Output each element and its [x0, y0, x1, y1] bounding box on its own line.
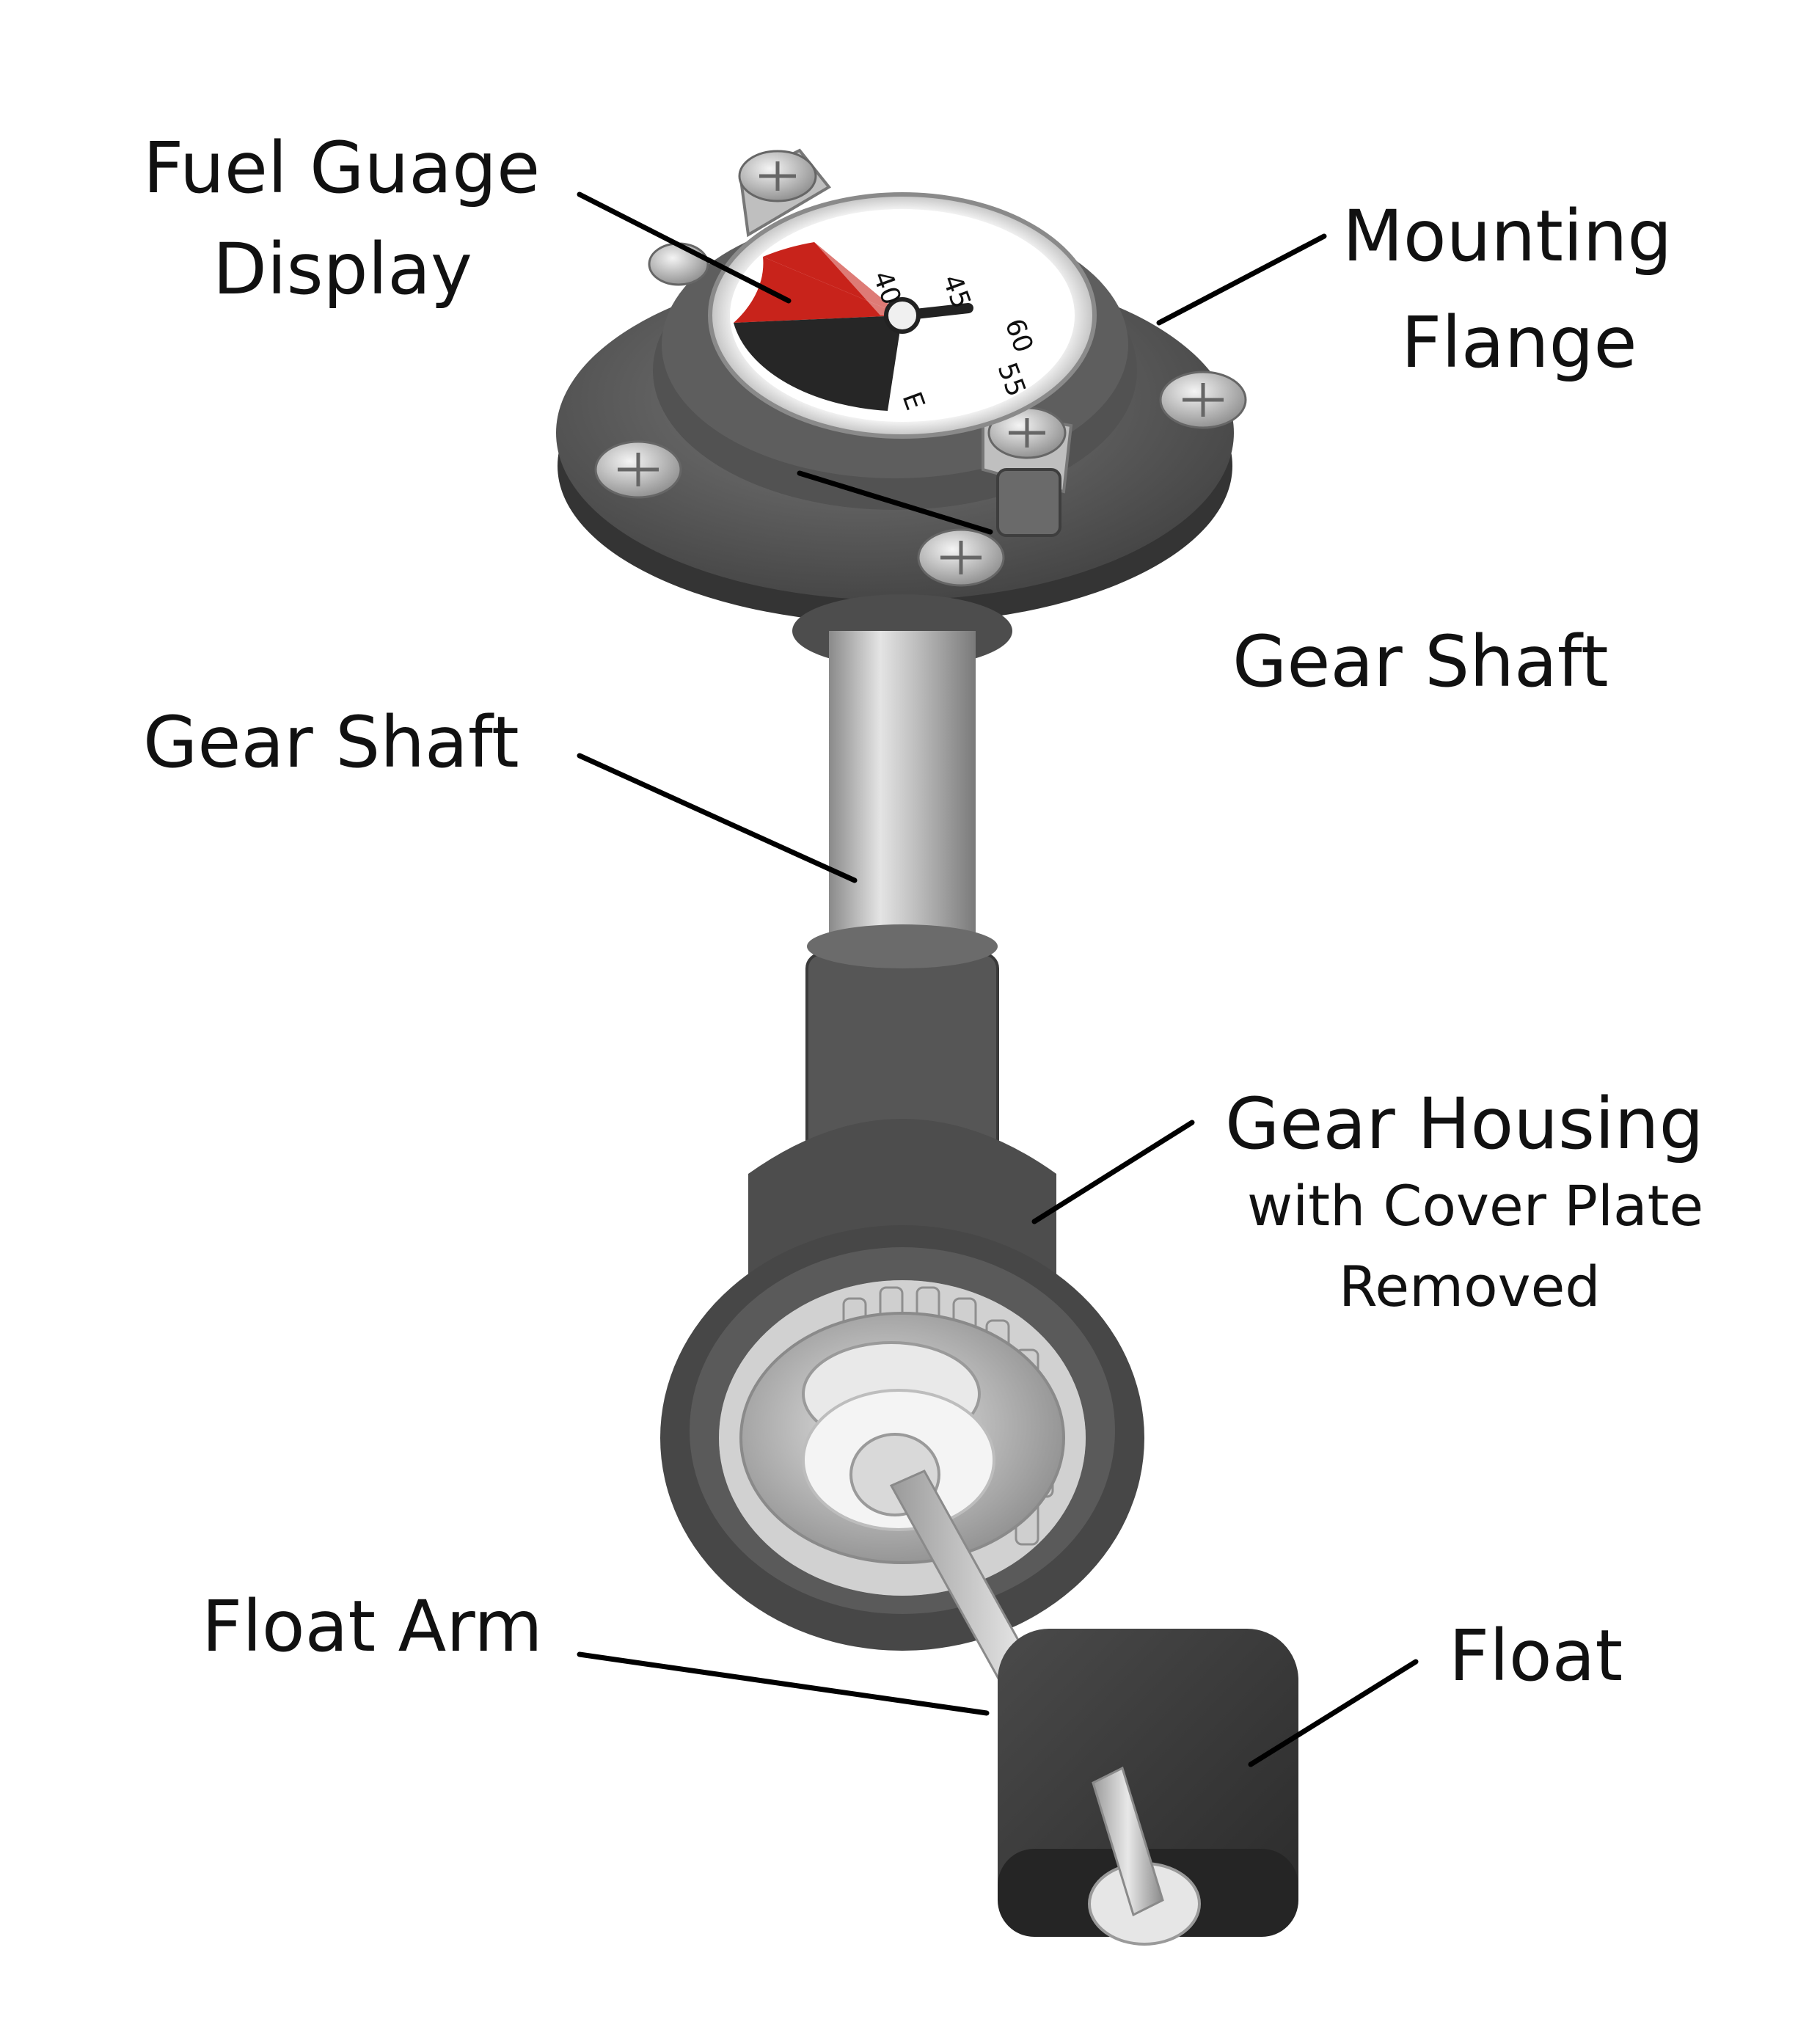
label-gear-housing-line3: Removed [1339, 1254, 1601, 1319]
float [998, 1629, 1298, 1946]
leader-float [1248, 1659, 1419, 1767]
fuel-gauge-dial: 40 45 60 55 E [708, 192, 1097, 439]
screw-head-1 [738, 150, 817, 202]
dial-red-sector [763, 242, 902, 315]
label-mounting-line1: Mounting [1342, 195, 1672, 277]
label-gear-housing-line2: with Cover Plate [1247, 1173, 1703, 1238]
leader-gear-shaft-left [577, 753, 858, 883]
mounting-screws [594, 150, 1247, 587]
label-gear-housing-line1: Gear Housing [1225, 1083, 1704, 1165]
label-fuel-gauge-line2: Display [213, 228, 472, 310]
leader-gear-housing [1031, 1120, 1195, 1224]
screw-head-4 [594, 440, 682, 499]
label-gear-shaft-right: Gear Shaft [1232, 621, 1609, 703]
leader-fuel-gauge [577, 191, 792, 304]
label-float-arm: Float Arm [202, 1585, 543, 1668]
label-fuel-gauge-line1: Fuel Guage [143, 127, 540, 209]
leader-gear-shaft-right [797, 470, 993, 535]
label-mounting-line2: Flange [1401, 302, 1637, 384]
screw-head-5 [917, 528, 1005, 587]
screw-head-6 [987, 406, 1067, 459]
label-float: Float [1449, 1615, 1623, 1697]
leader-mounting-flange [1156, 233, 1327, 326]
gear-wheel [739, 1286, 1065, 1564]
leader-float-arm [577, 1651, 990, 1716]
screw-head-2 [648, 242, 709, 286]
label-gear-shaft-left: Gear Shaft [143, 701, 519, 784]
screw-head-3 [1159, 370, 1247, 429]
